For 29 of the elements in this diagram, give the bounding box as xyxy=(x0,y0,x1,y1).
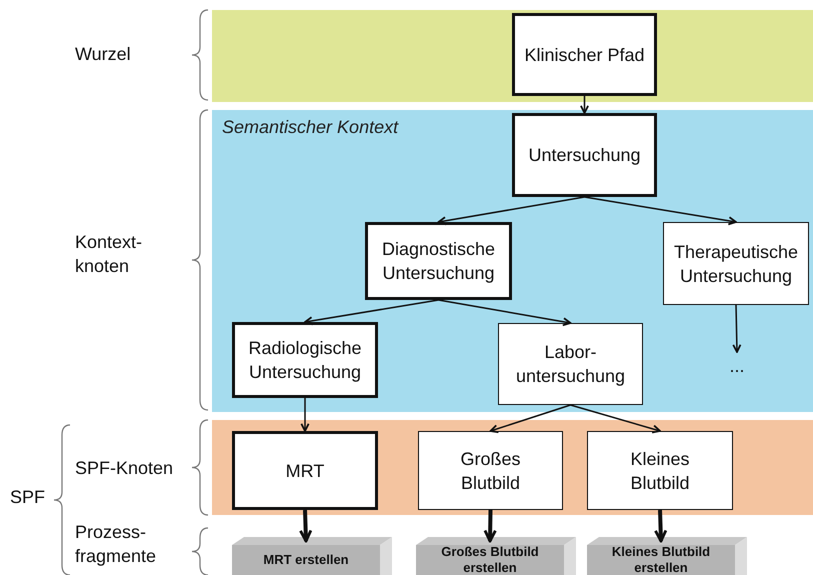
arrow xyxy=(438,196,585,226)
process-box: Untersuchung xyxy=(512,113,657,197)
level-label: SPF-Knoten xyxy=(75,457,174,480)
arrow xyxy=(580,96,589,114)
arrow xyxy=(584,196,737,226)
ellipsis-text: ... xyxy=(720,352,754,380)
arrow xyxy=(300,398,310,432)
spf-band xyxy=(212,420,813,515)
arrow xyxy=(438,299,572,326)
process-box: Kleines Blutbild xyxy=(587,431,733,510)
process-box: Radiologische Untersuchung xyxy=(232,322,378,398)
process-box: Labor- untersuchung xyxy=(498,323,643,405)
arrow xyxy=(484,510,497,542)
arrow xyxy=(304,299,439,326)
level-label: SPF xyxy=(10,486,46,509)
process-box: Großes Blutbild xyxy=(418,431,563,510)
level-label: Wurzel xyxy=(75,43,132,66)
context-band xyxy=(212,110,813,412)
band-title: Semantischer Kontext xyxy=(222,116,398,139)
level-label: Kontext- knoten xyxy=(75,231,144,278)
process-box: Diagnostische Untersuchung xyxy=(365,222,512,300)
root-band xyxy=(212,10,813,102)
level-label: Prozess- fragmente xyxy=(75,521,158,568)
process-box: Therapeutische Untersuchung xyxy=(663,222,809,305)
arrow xyxy=(490,404,571,434)
arrow xyxy=(570,404,661,434)
process-box: MRT xyxy=(232,431,378,510)
process-box: Klinischer Pfad xyxy=(512,13,657,96)
arrow xyxy=(732,304,742,353)
